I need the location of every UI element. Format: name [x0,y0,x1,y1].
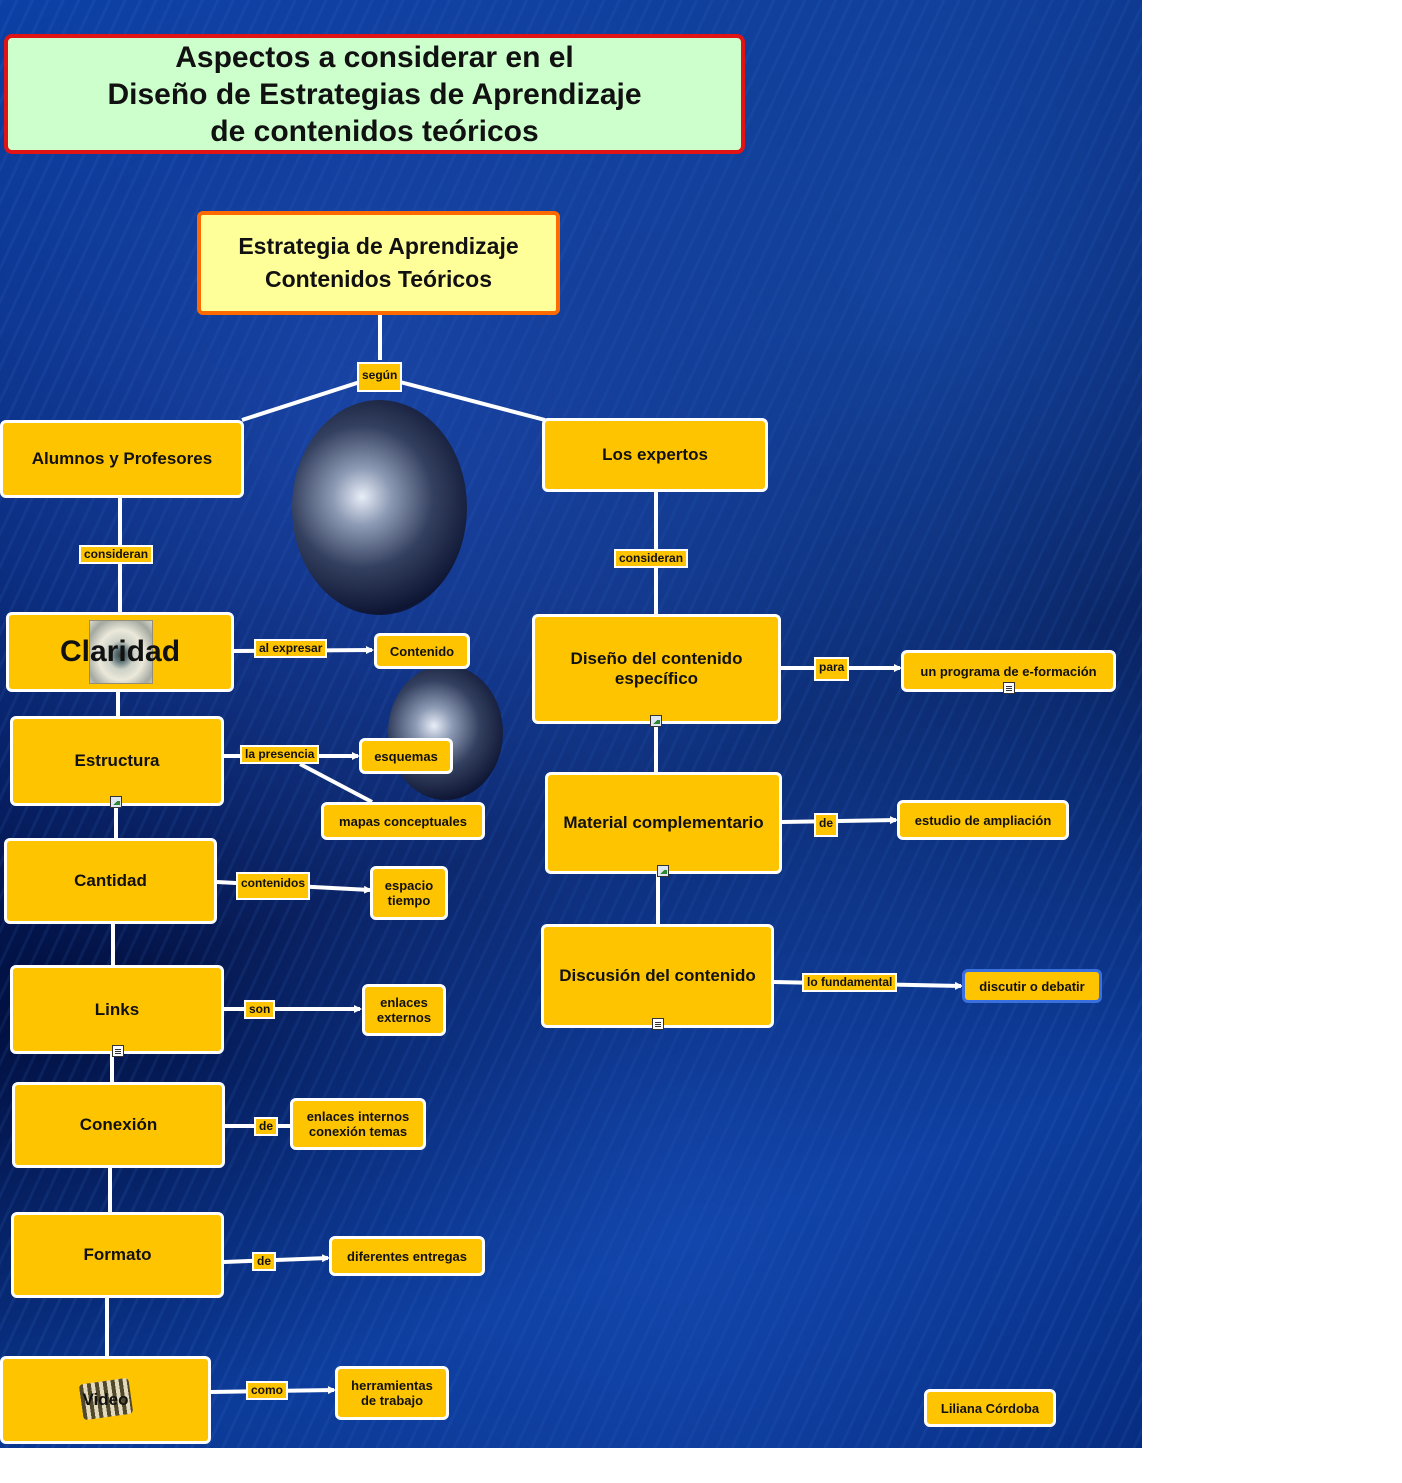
link-label-al-expresar: al expresar [254,639,328,658]
node-diferentes-entregas[interactable]: diferentes entregas [329,1236,485,1276]
node-diseno-contenido[interactable]: Diseño del contenido específico [532,614,781,724]
central-concept-text: Estrategia de Aprendizaje Contenidos Teó… [238,233,519,292]
node-discusion-contenido-text: Discusión del contenido [559,966,756,985]
node-programa-eformacion[interactable]: un programa de e-formación [901,650,1116,692]
image-attachment-icon[interactable] [657,865,669,877]
node-mapas-conceptuales-text: mapas conceptuales [339,813,467,829]
node-estudio-ampliacion[interactable]: estudio de ampliación [897,800,1069,840]
node-discutir-debatir-text: discutir o debatir [979,978,1085,994]
map-title: Aspectos a considerar en el Diseño de Es… [4,34,745,154]
node-links-text: Links [94,999,140,1019]
background-orb-large [292,400,467,615]
node-enlaces-externos-text: enlaces externos [376,995,432,1025]
node-enlaces-internos-text: enlaces internos conexión temas [306,1109,410,1139]
node-enlaces-internos[interactable]: enlaces internos conexión temas [290,1098,426,1150]
node-estructura[interactable]: Estructura [10,716,224,806]
line-segun-expertos [399,380,546,422]
node-conexion[interactable]: Conexión [12,1082,225,1168]
node-material-complementario[interactable]: Material complementario [545,772,782,874]
node-esquemas[interactable]: esquemas [359,738,453,774]
link-label-contenidos: contenidos [236,872,311,900]
image-attachment-icon[interactable] [110,796,122,808]
node-contenido[interactable]: Contenido [374,633,470,669]
node-mapas-conceptuales[interactable]: mapas conceptuales [321,802,485,840]
node-video[interactable]: Video [0,1356,211,1444]
node-espacio-tiempo-text: espacio tiempo [384,878,434,908]
link-label-lo-fundamental: lo fundamental [802,973,898,992]
node-discusion-contenido[interactable]: Discusión del contenido [541,924,774,1028]
eye-image-icon [89,620,153,684]
image-attachment-icon[interactable] [650,715,662,727]
node-video-text: Video [82,1390,129,1409]
node-espacio-tiempo[interactable]: espacio tiempo [370,866,448,920]
concept-map-canvas: Aspectos a considerar en el Diseño de Es… [0,0,1142,1448]
node-autor-text: Liliana Córdoba [940,1400,1040,1416]
node-los-expertos[interactable]: Los expertos [542,418,768,492]
node-programa-eformacion-text: un programa de e-formación [920,663,1097,679]
node-diseno-contenido-text: Diseño del contenido específico [570,649,743,688]
link-label-consideran-left: consideran [79,545,154,564]
node-herramientas[interactable]: herramientas de trabajo [335,1366,449,1420]
line-presencia-mapas [299,762,373,804]
node-los-expertos-text: Los expertos [602,445,708,464]
link-label-segun: según [357,362,403,392]
node-diferentes-entregas-text: diferentes entregas [347,1248,467,1264]
link-label-como: como [246,1381,289,1400]
link-label-son: son [244,1000,276,1019]
central-concept[interactable]: Estrategia de Aprendizaje Contenidos Teó… [197,211,560,315]
node-estructura-text: Estructura [74,751,160,770]
node-claridad[interactable]: Claridad [6,612,234,692]
node-autor[interactable]: Liliana Córdoba [924,1389,1056,1427]
node-esquemas-text: esquemas [374,748,438,764]
node-formato[interactable]: Formato [11,1212,224,1298]
node-discutir-debatir[interactable]: discutir o debatir [962,969,1102,1003]
map-title-text: Aspectos a considerar en el Diseño de Es… [107,40,642,148]
link-label-para: para [814,657,850,681]
node-enlaces-externos[interactable]: enlaces externos [362,984,446,1036]
node-estudio-ampliacion-text: estudio de ampliación [914,812,1052,828]
document-attachment-icon[interactable] [112,1045,124,1057]
node-formato-text: Formato [83,1245,152,1264]
node-alumnos-profesores-text: Alumnos y Profesores [31,449,213,468]
link-label-de-material: de [814,813,839,837]
node-links[interactable]: Links [10,965,224,1054]
link-label-de-formato: de [252,1252,277,1271]
node-herramientas-text: herramientas de trabajo [351,1378,433,1408]
link-label-de-conexion: de [254,1117,279,1136]
node-conexion-text: Conexión [79,1115,158,1134]
document-attachment-icon[interactable] [1003,682,1015,694]
node-contenido-text: Contenido [389,643,455,659]
background-orb-small [388,665,503,800]
node-cantidad[interactable]: Cantidad [4,838,217,924]
document-attachment-icon[interactable] [652,1018,664,1030]
node-claridad-text: Claridad [59,635,181,668]
line-segun-alumnos [241,380,361,422]
link-label-la-presencia: la presencia [240,745,320,764]
node-alumnos-profesores[interactable]: Alumnos y Profesores [0,420,244,498]
arrow-material-ampliacion [781,816,898,825]
node-material-complementario-text: Material complementario [563,813,764,832]
link-label-consideran-right: consideran [614,549,689,568]
node-cantidad-text: Cantidad [74,871,147,890]
